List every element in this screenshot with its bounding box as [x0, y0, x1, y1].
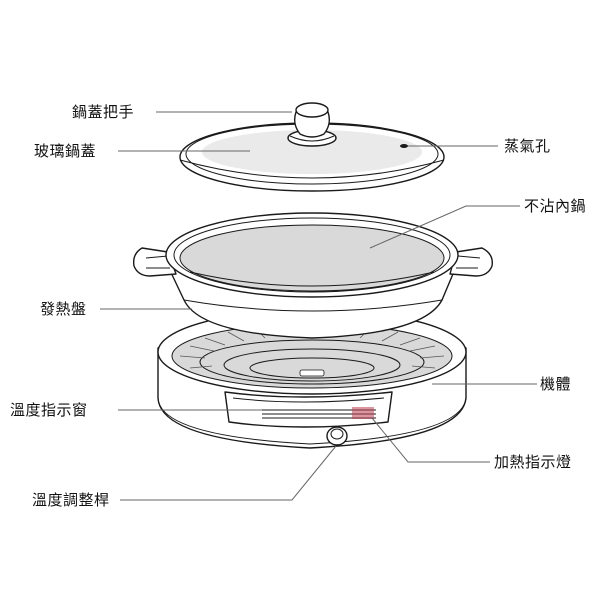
label-nonstick-pot: 不沾內鍋: [524, 197, 587, 215]
label-lid-handle: 鍋蓋把手: [72, 103, 135, 121]
steam-vent: [400, 144, 408, 148]
label-steam-vent: 蒸氣孔: [504, 137, 551, 155]
label-heat-indicator: 加熱指示燈: [494, 453, 572, 471]
label-temp-knob: 溫度調整桿: [32, 491, 110, 509]
label-temp-window: 溫度指示窗: [10, 401, 88, 419]
temperature-window: [224, 391, 393, 428]
leader-lines: [100, 111, 537, 501]
nonstick-pot: [132, 212, 493, 339]
leader-temp-knob: [120, 445, 337, 501]
heat-indicator-light: [352, 407, 374, 419]
lid-handle[interactable]: [287, 102, 337, 147]
label-body: 機體: [540, 375, 572, 393]
label-heating-plate: 發熱盤: [40, 300, 87, 318]
temperature-knob[interactable]: [326, 426, 348, 446]
label-glass-lid: 玻璃鍋蓋: [34, 142, 97, 160]
glass-lid: [179, 102, 445, 192]
leader-heat-indicator: [371, 417, 490, 463]
leader-nonstick-pot: [369, 205, 520, 249]
